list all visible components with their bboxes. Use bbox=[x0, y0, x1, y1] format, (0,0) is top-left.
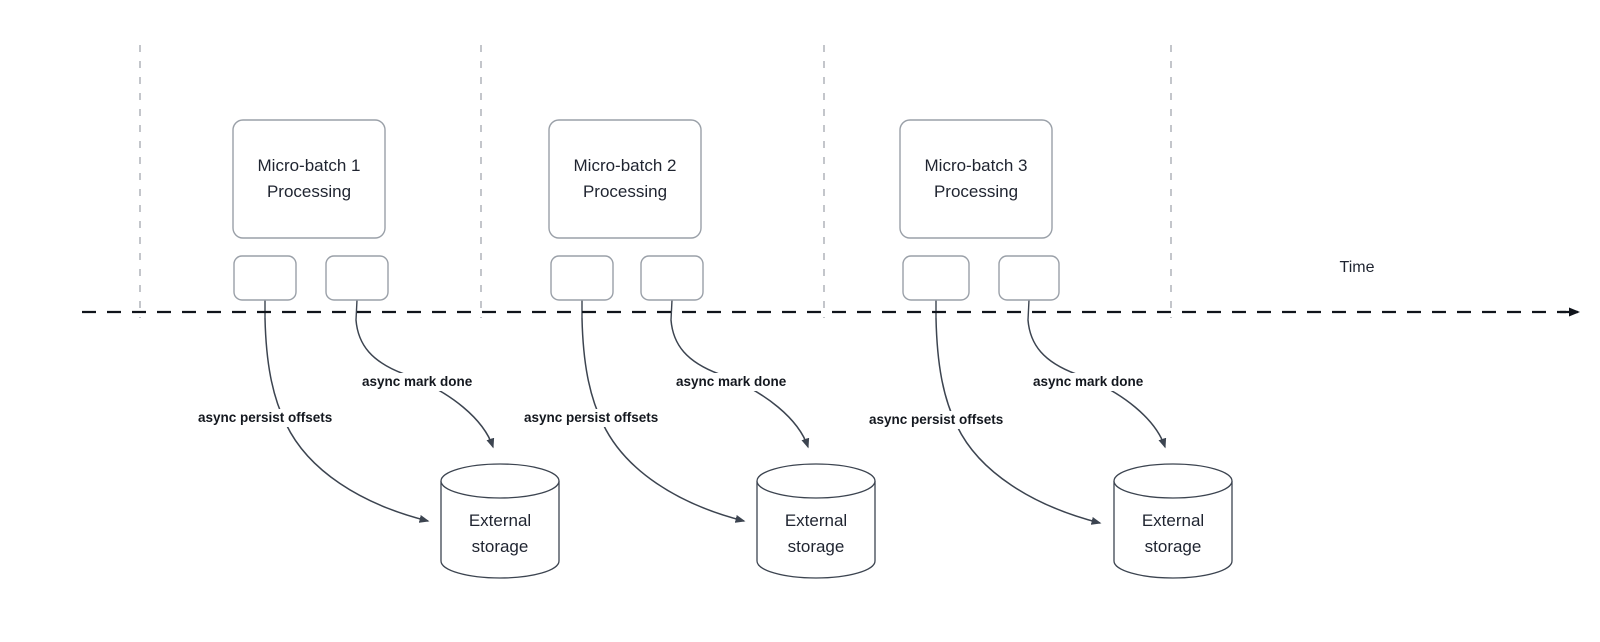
stem-1b bbox=[355, 299, 358, 321]
task-box-3a[interactable] bbox=[902, 255, 970, 301]
label-bg-1b bbox=[358, 373, 503, 391]
task-box-1a[interactable] bbox=[233, 255, 297, 301]
stem-2b bbox=[670, 299, 673, 321]
micro-batch-1-label-line2: Processing bbox=[267, 182, 351, 201]
micro-batch-3-label-line2: Processing bbox=[934, 182, 1018, 201]
micro-batch-3-label-line1: Micro-batch 3 bbox=[925, 156, 1028, 175]
micro-batch-2-label-line2: Processing bbox=[583, 182, 667, 201]
edge-label-async-persist-offsets-2: async persist offsets bbox=[524, 410, 658, 425]
micro-batch-1-box[interactable] bbox=[232, 119, 386, 239]
label-bg-3b bbox=[1029, 373, 1174, 391]
edge-async-persist-offsets-2 bbox=[581, 317, 746, 523]
external-storage-2-label-line2: storage bbox=[788, 537, 845, 556]
timeline-axis: Time bbox=[82, 259, 1580, 317]
edge-label-async-persist-offsets-1: async persist offsets bbox=[198, 410, 332, 425]
label-bg-3a bbox=[865, 411, 1045, 429]
task-box-2a[interactable] bbox=[550, 255, 614, 301]
micro-batch-1-label-line1: Micro-batch 1 bbox=[258, 156, 361, 175]
label-bg-2b bbox=[672, 373, 817, 391]
edge-async-persist-offsets-3 bbox=[935, 317, 1102, 525]
micro-batch-2-label-line1: Micro-batch 2 bbox=[574, 156, 677, 175]
external-storage-cylinder-3[interactable] bbox=[1113, 463, 1233, 579]
vertical-dividers bbox=[139, 45, 1172, 318]
micro-batch-group-3: Micro-batch 3 Processing External storag… bbox=[899, 119, 1233, 579]
task-box-2b[interactable] bbox=[640, 255, 704, 301]
external-storage-cylinder-2[interactable] bbox=[756, 463, 876, 579]
label-bg-1a bbox=[194, 409, 374, 427]
edge-label-async-mark-done-1: async mark done bbox=[362, 374, 473, 389]
time-axis-label: Time bbox=[1340, 259, 1375, 276]
edge-label-async-persist-offsets-3: async persist offsets bbox=[869, 412, 1003, 427]
edge-async-persist-offsets-1 bbox=[264, 317, 430, 523]
micro-batch-group-2: Micro-batch 2 Processing External storag… bbox=[548, 119, 876, 579]
edge-label-async-mark-done-2: async mark done bbox=[676, 374, 787, 389]
edge-label-async-mark-done-3: async mark done bbox=[1033, 374, 1144, 389]
external-storage-1-label-line2: storage bbox=[472, 537, 529, 556]
edge-labels: async persist offsets async mark done as… bbox=[194, 373, 1174, 429]
external-storage-3-label-line1: External bbox=[1142, 511, 1204, 530]
label-bg-2a bbox=[520, 409, 700, 427]
stem-3b bbox=[1027, 299, 1030, 321]
external-storage-cylinder-1[interactable] bbox=[440, 463, 560, 579]
external-storage-3-label-line2: storage bbox=[1145, 537, 1202, 556]
micro-batch-3-box[interactable] bbox=[899, 119, 1053, 239]
task-box-3b[interactable] bbox=[998, 255, 1060, 301]
task-box-1b[interactable] bbox=[325, 255, 389, 301]
micro-batch-group-1: Micro-batch 1 Processing External storag… bbox=[232, 119, 560, 579]
micro-batch-2-box[interactable] bbox=[548, 119, 702, 239]
external-storage-1-label-line1: External bbox=[469, 511, 531, 530]
external-storage-2-label-line1: External bbox=[785, 511, 847, 530]
